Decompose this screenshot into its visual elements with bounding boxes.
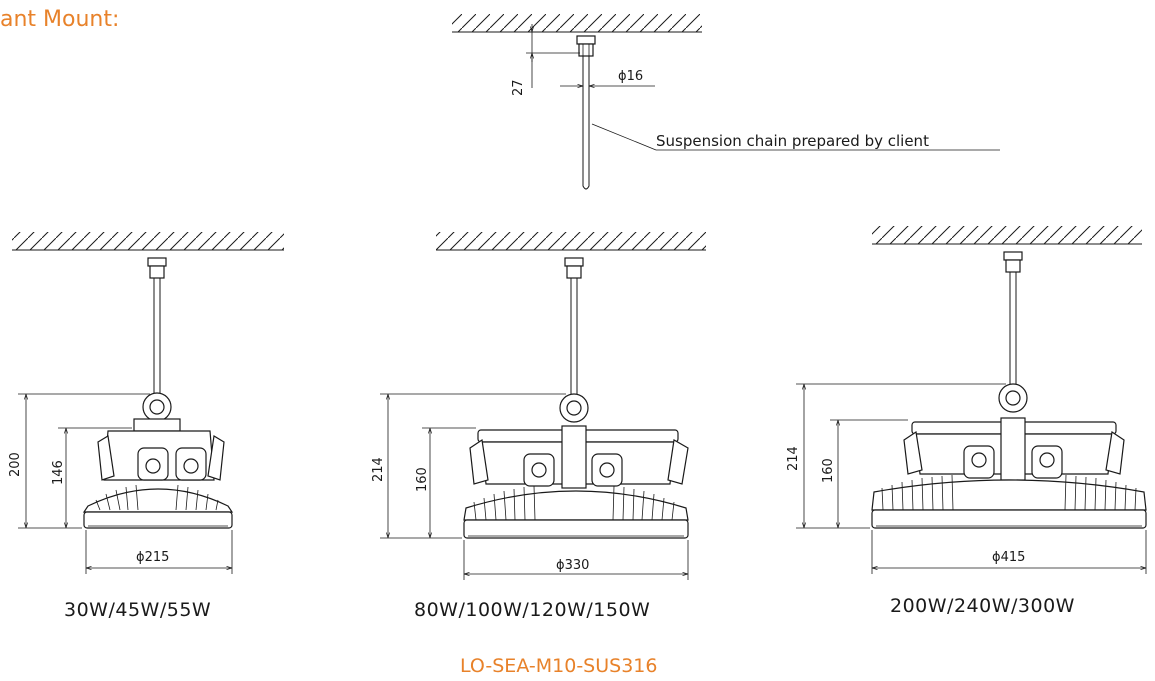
fixture-3-diameter: ϕ415: [992, 550, 1025, 565]
fixture-large: 214 160 ϕ415 200W/240W/300W: [786, 226, 1147, 617]
fixture-2-height-body: 160: [415, 467, 430, 492]
detail-chain-diameter: ϕ16: [618, 69, 643, 84]
fixture-2-diameter: ϕ330: [556, 558, 589, 573]
fixture-small: 200 146 ϕ215 30W/45W/55W: [8, 232, 284, 621]
page-title: ant Mount:: [0, 7, 119, 32]
fixture-3-wattage: 200W/240W/300W: [890, 595, 1075, 617]
fixture-medium: 214 160 ϕ330 80W/100W/120W/150W: [371, 232, 706, 621]
fixture-2-wattage: 80W/100W/120W/150W: [414, 599, 650, 621]
fixture-3-height-body: 160: [821, 458, 836, 483]
ceiling-hatch: [452, 14, 702, 32]
fixture-1-diameter: ϕ215: [136, 550, 169, 565]
fixture-1-wattage: 30W/45W/55W: [64, 599, 211, 621]
model-number: LO-SEA-M10-SUS316: [460, 655, 657, 677]
detail-offset-label: 27: [511, 79, 526, 96]
fixture-2-height-total: 214: [371, 457, 386, 482]
fixture-3-height-total: 214: [786, 446, 801, 471]
detail-note: Suspension chain prepared by client: [656, 132, 929, 150]
fixture-1-height-total: 200: [8, 452, 23, 477]
fixture-1-height-body: 146: [51, 460, 66, 485]
mount-detail: 27 ϕ16 Suspension chain prepared by clie…: [452, 14, 1000, 190]
